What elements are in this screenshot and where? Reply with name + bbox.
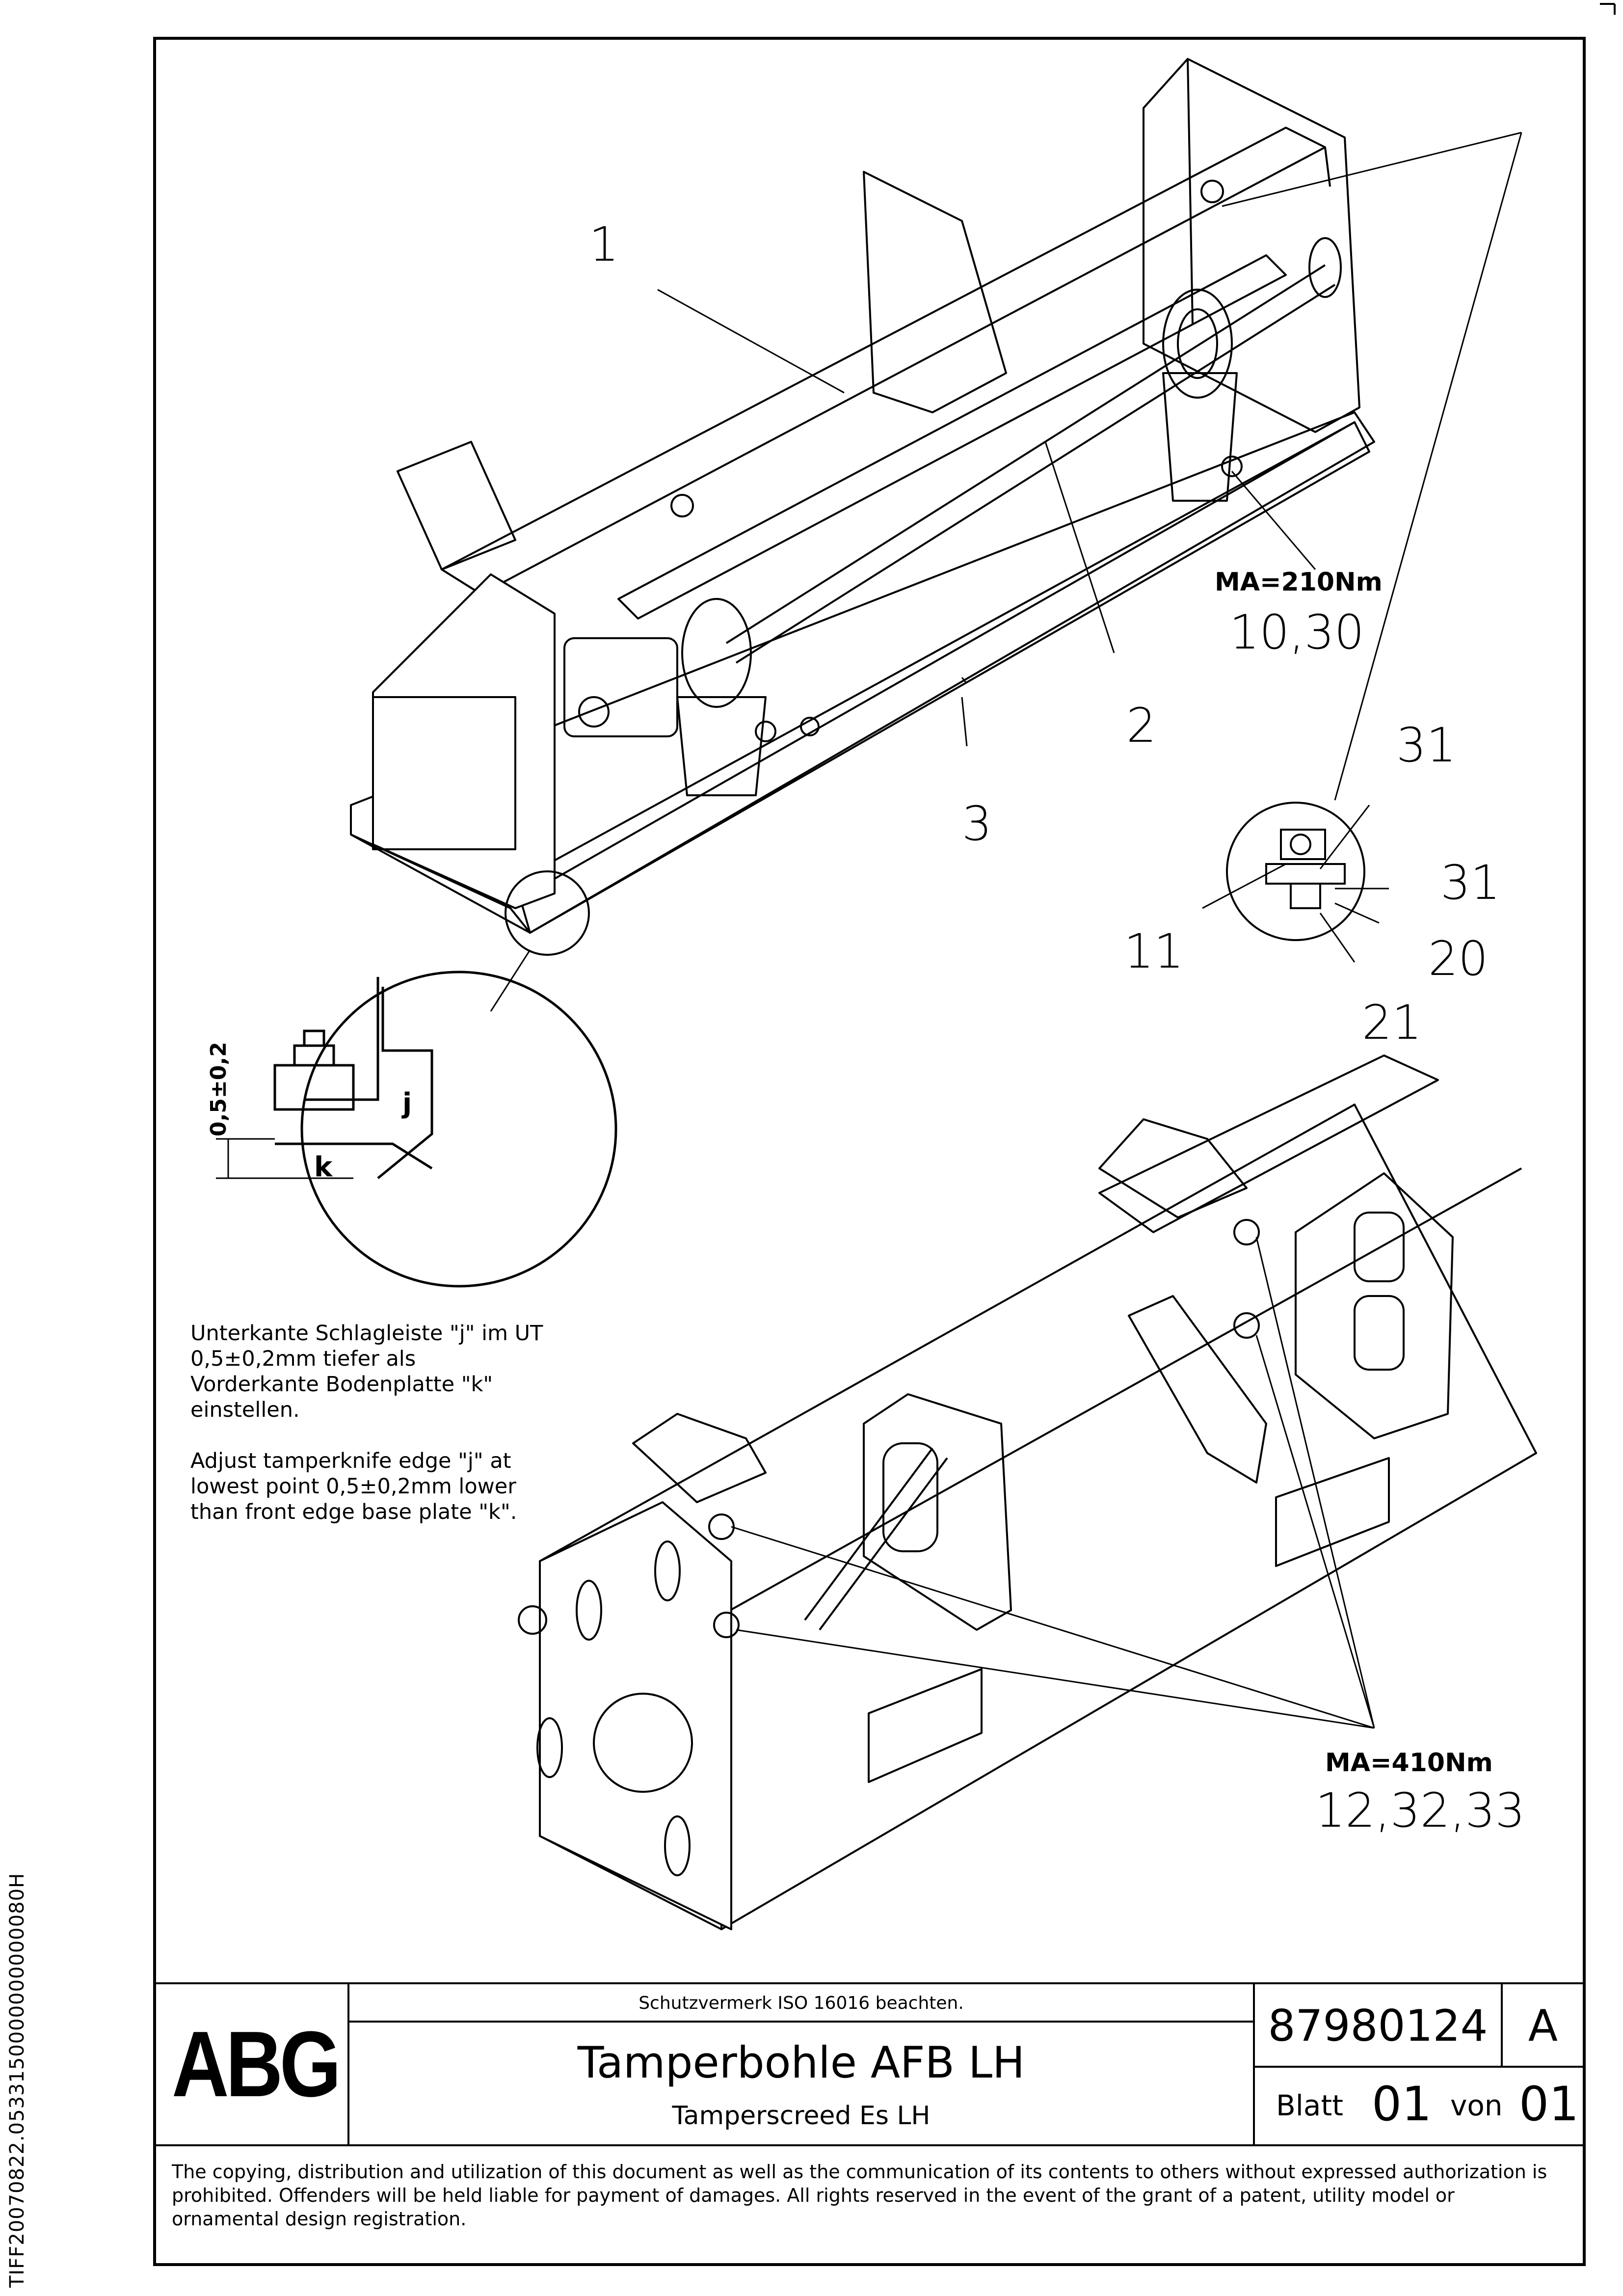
callout-item-11: 11 xyxy=(1124,924,1184,979)
callout-item-2: 2 xyxy=(1126,698,1157,753)
copyright-notice: The copying, distribution and utilizatio… xyxy=(172,2161,1547,2230)
callout-item-1: 1 xyxy=(589,217,619,272)
leader-lines-lower xyxy=(731,1237,1375,1729)
torque-label-410: MA=410Nm xyxy=(1325,1748,1493,1778)
callout-items-12-32-33: 12,32,33 xyxy=(1315,1783,1525,1838)
callout-item-21: 21 xyxy=(1362,995,1422,1050)
of-label: von xyxy=(1450,2089,1503,2122)
drawing-frame xyxy=(153,37,1586,2266)
upper-tamper-assembly xyxy=(350,58,1375,934)
leader-lines-upper xyxy=(657,132,1522,801)
callout-item-20: 20 xyxy=(1428,931,1489,986)
sheet-label: Blatt xyxy=(1276,2089,1343,2122)
callout-items-10-30: 10,30 xyxy=(1229,605,1364,660)
protection-note: Schutzvermerk ISO 16016 beachten. xyxy=(639,1993,964,2013)
note-german: Unterkante Schlagleiste "j" im UT 0,5±0,… xyxy=(190,1321,543,1422)
detail-circle-hardware xyxy=(1202,802,1389,963)
drawing-subtitle: Tamperscreed Es LH xyxy=(672,2101,931,2131)
detail-marker-circle xyxy=(505,870,590,956)
note-english: Adjust tamperknife edge "j" at lowest po… xyxy=(190,1449,517,1524)
sheet-total: 01 xyxy=(1519,2077,1579,2132)
abg-logo: ABG xyxy=(172,2012,341,2116)
side-identifier: TIFF20070822.0533150000000000080H xyxy=(6,1872,28,2288)
drawing-number: 87980124 xyxy=(1268,2000,1488,2051)
detail-circle-tamperknife xyxy=(216,971,617,1288)
revision: A xyxy=(1528,2000,1558,2051)
callout-item-31-right: 31 xyxy=(1440,855,1501,910)
callout-item-31-top: 31 xyxy=(1396,718,1457,773)
dimension-label: 0,5±0,2 xyxy=(206,1042,231,1136)
detail-label-k: k xyxy=(314,1151,333,1183)
drawing-title: Tamperbohle AFB LH xyxy=(577,2037,1025,2088)
lower-tamper-assembly xyxy=(518,1054,1537,1930)
sheet-number: 01 xyxy=(1372,2077,1432,2132)
callout-item-3: 3 xyxy=(962,796,992,851)
detail-label-j: j xyxy=(402,1087,412,1119)
torque-label-210: MA=210Nm xyxy=(1215,567,1383,597)
title-block-lines xyxy=(155,1982,1584,2146)
